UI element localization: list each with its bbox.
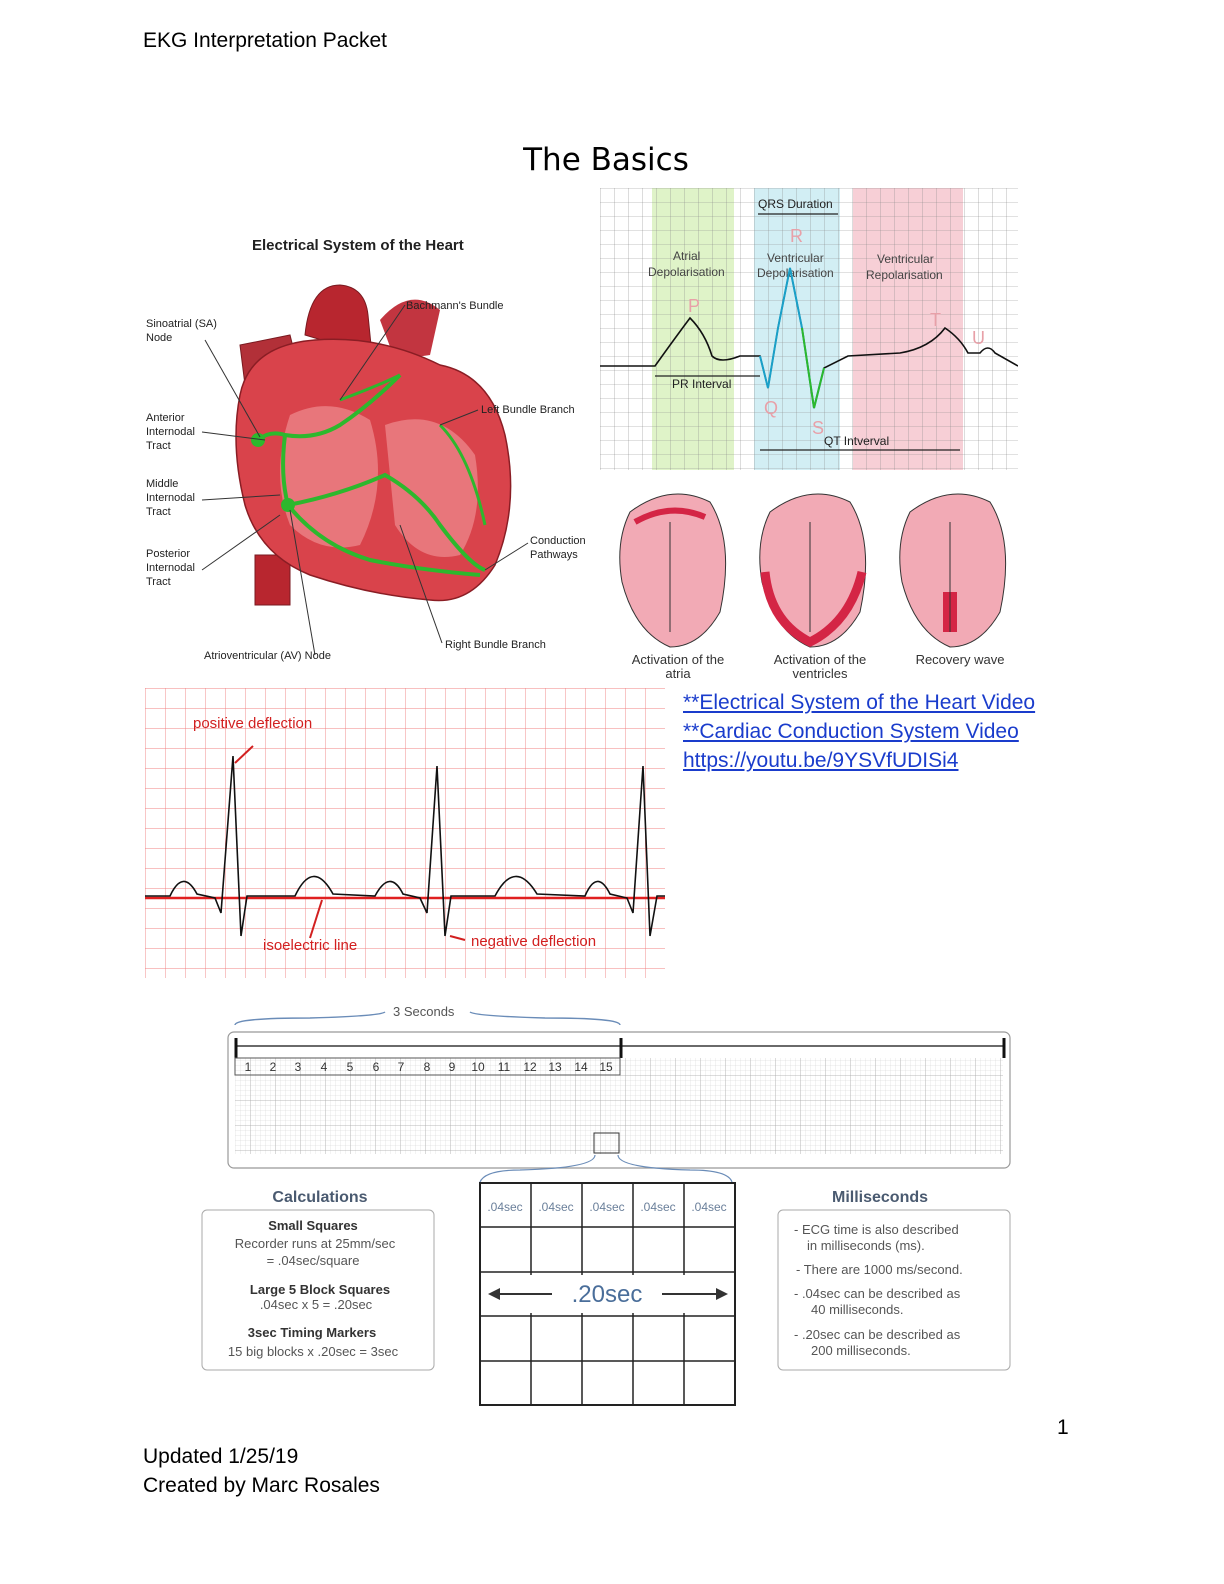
ms-line-4a: - .20sec can be described as (794, 1327, 961, 1342)
atrial-depol-label-1: Atrial (673, 249, 700, 263)
anterior-label-1: Anterior (146, 412, 185, 424)
pr-interval-label: PR Interval (672, 377, 731, 391)
calculations-title: Calculations (272, 1189, 367, 1206)
ms-line-1b: in milliseconds (ms). (807, 1238, 925, 1253)
large-squares-line-1: .04sec x 5 = .20sec (260, 1297, 373, 1312)
block-number: 12 (523, 1060, 537, 1074)
positive-deflection-label: positive deflection (193, 715, 312, 732)
grid-cell-label: .04sec (640, 1200, 675, 1214)
activation-atria-heart (619, 493, 727, 648)
vent-repol-label-2: Repolarisation (866, 268, 943, 282)
activation-ventricles-heart (759, 493, 867, 648)
qt-interval-label: QT Intverval (824, 434, 889, 448)
heart-electrical-system-figure: Electrical System of the Heart Sinoatria… (146, 237, 586, 662)
video-links: **Electrical System of the Heart Video *… (683, 688, 1035, 775)
small-squares-line-1: Recorder runs at 25mm/sec (235, 1236, 396, 1251)
vent-depol-label-1: Ventricular (767, 251, 824, 265)
grid-cell-label: .04sec (538, 1200, 573, 1214)
t-wave-label: T (930, 310, 941, 330)
block-number: 1 (245, 1060, 252, 1074)
posterior-label-2: Internodal (146, 562, 195, 574)
ms-line-3b: 40 milliseconds. (811, 1302, 904, 1317)
middle-label-1: Middle (146, 478, 178, 490)
ms-line-1a: - ECG time is also described (794, 1222, 959, 1237)
page-title: The Basics (523, 142, 689, 178)
block-number: 6 (373, 1060, 380, 1074)
small-squares-heading: Small Squares (268, 1218, 358, 1233)
link-youtube-url[interactable]: https://youtu.be/9YSVfUDISi4 (683, 749, 959, 772)
right-bundle-label: Right Bundle Branch (445, 639, 546, 651)
negative-deflection-label: negative deflection (471, 933, 596, 950)
caption-ventricles-1: Activation of the (774, 652, 867, 667)
document-header: EKG Interpretation Packet (143, 29, 387, 52)
page-number: 1 (1057, 1416, 1069, 1439)
block-number: 10 (471, 1060, 485, 1074)
block-number: 13 (548, 1060, 562, 1074)
qrs-duration-label: QRS Duration (758, 197, 833, 211)
u-wave-label: U (972, 328, 985, 348)
anterior-label-3: Tract (146, 440, 171, 452)
block-number: 8 (424, 1060, 431, 1074)
small-squares-line-2: = .04sec/square (267, 1253, 360, 1268)
middle-label-3: Tract (146, 506, 171, 518)
heart-figure-title: Electrical System of the Heart (252, 237, 464, 254)
bachmann-label: Bachmann's Bundle (406, 300, 504, 312)
block-number-row: 1 2 3 4 5 6 7 8 9 10 11 12 13 14 15 (245, 1060, 613, 1074)
caption-atria-1: Activation of the (632, 652, 725, 667)
left-bundle-label: Left Bundle Branch (481, 404, 575, 416)
posterior-label-1: Posterior (146, 548, 190, 560)
caption-recovery: Recovery wave (916, 652, 1005, 667)
recovery-wave-heart (899, 493, 1007, 648)
block-number: 2 (270, 1060, 277, 1074)
document-footer: Updated 1/25/19 Created by Marc Rosales (143, 1442, 380, 1500)
q-wave-label: Q (764, 398, 778, 418)
milliseconds-title: Milliseconds (832, 1189, 928, 1206)
block-number: 4 (321, 1060, 328, 1074)
conduction-label-2: Pathways (530, 549, 578, 561)
ms-line-3a: - .04sec can be described as (794, 1286, 961, 1301)
grid-cell-label: .04sec (589, 1200, 624, 1214)
three-seconds-label: 3 Seconds (393, 1004, 455, 1019)
block-number: 14 (574, 1060, 588, 1074)
s-wave-label: S (812, 418, 824, 438)
sa-node-label-1: Sinoatrial (SA) (146, 318, 217, 330)
block-number: 5 (347, 1060, 354, 1074)
activation-figure: Activation of the atria Activation of th… (619, 493, 1007, 681)
p-wave-label: P (688, 296, 700, 316)
r-wave-label: R (790, 226, 803, 246)
caption-atria-2: atria (665, 666, 691, 681)
caption-ventricles-2: ventricles (793, 666, 848, 681)
isoelectric-line-label: isoelectric line (263, 937, 357, 954)
block-number: 9 (449, 1060, 456, 1074)
updated-date: Updated 1/25/19 (143, 1445, 299, 1468)
vent-depol-label-2: Depolarisation (757, 266, 834, 280)
grid-cell-label: .04sec (487, 1200, 522, 1214)
conduction-label-1: Conduction (530, 535, 586, 547)
av-node-label: Atrioventricular (AV) Node (204, 650, 331, 662)
posterior-label-3: Tract (146, 576, 171, 588)
timing-markers-heading: 3sec Timing Markers (248, 1325, 376, 1340)
block-number: 7 (398, 1060, 405, 1074)
ms-line-2: - There are 1000 ms/second. (796, 1262, 963, 1277)
total-duration-label: .20sec (572, 1281, 643, 1308)
vent-repol-label-1: Ventricular (877, 252, 934, 266)
timing-markers-line-1: 15 big blocks x .20sec = 3sec (228, 1344, 399, 1359)
block-number: 15 (599, 1060, 613, 1074)
link-cardiac-conduction-video[interactable]: **Cardiac Conduction System Video (683, 720, 1019, 743)
ms-line-4b: 200 milliseconds. (811, 1343, 911, 1358)
atrial-depol-label-2: Depolarisation (648, 265, 725, 279)
anterior-label-2: Internodal (146, 426, 195, 438)
block-number: 11 (498, 1060, 511, 1074)
large-squares-heading: Large 5 Block Squares (250, 1282, 390, 1297)
middle-label-2: Internodal (146, 492, 195, 504)
sa-node-label-2: Node (146, 332, 172, 344)
ecg-waveform-figure: QRS Duration Atrial Depolarisation Ventr… (600, 188, 1018, 470)
grid-cell-label: .04sec (691, 1200, 726, 1214)
ekg-timing-figure: 3 Seconds 1 2 3 4 5 6 7 8 9 10 11 12 13 … (201, 1004, 1011, 1406)
block-number: 3 (295, 1060, 302, 1074)
link-electrical-system-video[interactable]: **Electrical System of the Heart Video (683, 691, 1036, 714)
deflection-figure: positive deflection isoelectric line neg… (145, 688, 665, 978)
author-credit: Created by Marc Rosales (143, 1474, 380, 1497)
